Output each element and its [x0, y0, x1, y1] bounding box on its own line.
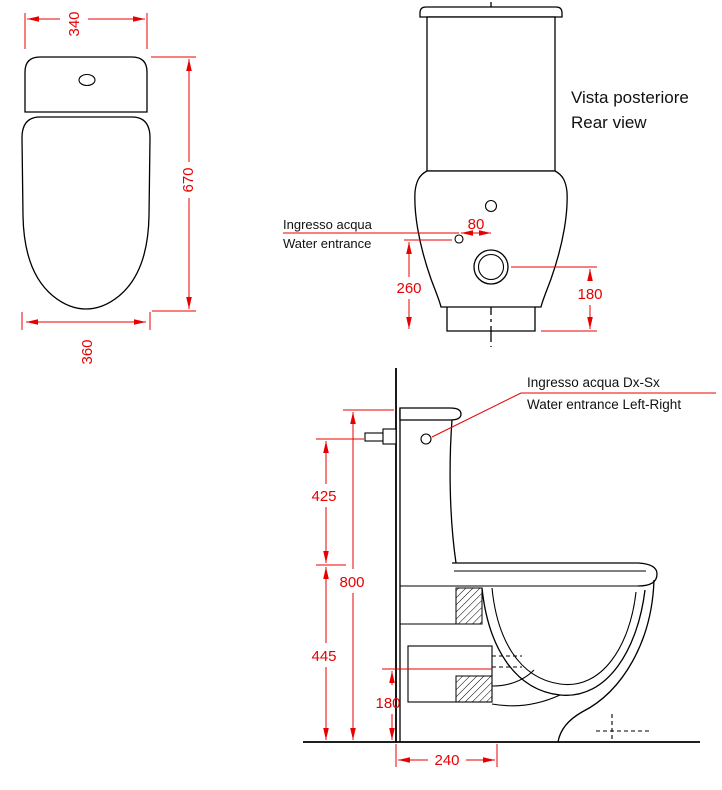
- water-supply-valve: [364, 432, 384, 442]
- side-dim-outlet-distance-value: 240: [434, 752, 459, 769]
- drain-inner-circle: [477, 253, 505, 281]
- plan-dim-length: 670: [151, 56, 197, 312]
- side-dim-outlet-height: 180: [375, 668, 492, 740]
- section-hatch-upper: [455, 587, 483, 625]
- plan-dim-top-width-value: 340: [66, 11, 83, 36]
- plan-dim-bottom-width: 360: [21, 312, 151, 365]
- side-dim-total-height-value: 800: [339, 574, 364, 591]
- side-dim-tank-height: 425: [311, 438, 364, 563]
- rear-title-italian: Vista posteriore: [571, 88, 689, 107]
- bowl-cavity-inner: [491, 587, 637, 686]
- water-inlet-hole: [454, 234, 464, 244]
- bowl-front-cap: [637, 562, 658, 587]
- water-entrance-label-italian: Ingresso acqua: [283, 217, 373, 232]
- plan-tank-outline: [24, 56, 148, 113]
- rear-view: Vista posteriore Rear view Ingresso acqu…: [283, 2, 689, 347]
- side-tank-lid: [399, 407, 462, 421]
- drain-outer-circle: [473, 249, 509, 285]
- bowl-underside-profile: [557, 579, 655, 743]
- rear-tank-body: [426, 16, 556, 172]
- section-hatch-lower: [455, 675, 493, 703]
- rear-dim-drain-height-value: 180: [577, 286, 602, 303]
- trap-curve: [491, 694, 561, 707]
- leader-diagonal: [431, 392, 522, 438]
- side-dim-outlet-distance: 240: [395, 744, 498, 769]
- plan-lid-button: [78, 73, 96, 87]
- rear-tank-lid: [419, 6, 563, 18]
- rear-title-english: Rear view: [571, 113, 647, 132]
- side-water-inlet-hole: [420, 433, 432, 445]
- rear-dim-water-height: 260: [396, 239, 452, 329]
- outlet-curve: [491, 669, 535, 687]
- fixing-hole: [484, 199, 498, 213]
- rear-dim-water-offset-value: 80: [468, 216, 485, 233]
- plan-bowl-outline: [21, 116, 151, 310]
- side-dim-bowl-height-value: 445: [311, 648, 336, 665]
- side-tank-front: [449, 419, 457, 564]
- side-dim-bowl-height: 445: [311, 564, 346, 740]
- plan-dim-length-value: 670: [180, 167, 197, 192]
- plan-dim-bottom-width-value: 360: [79, 339, 96, 364]
- rear-dim-drain-height: 180: [511, 266, 603, 332]
- side-water-label-english: Water entrance Left-Right: [527, 397, 681, 412]
- side-dim-tank-height-value: 425: [311, 488, 336, 505]
- rear-base-plinth: [446, 307, 536, 332]
- water-supply-body: [382, 428, 397, 445]
- rear-bowl-body: [414, 170, 568, 308]
- plan-view: 340 670 360: [21, 11, 197, 365]
- trap-box: [407, 645, 493, 703]
- water-entrance-label-english: Water entrance: [283, 236, 371, 251]
- rear-dim-water-height-value: 260: [396, 280, 421, 297]
- side-dim-outlet-height-value: 180: [375, 695, 400, 712]
- side-view: Ingresso acqua Dx-Sx Water entrance Left…: [303, 368, 716, 769]
- side-water-label-italian: Ingresso acqua Dx-Sx: [527, 375, 660, 390]
- plan-dim-top-width: 340: [24, 11, 148, 49]
- rear-dim-water-offset: 80: [461, 216, 491, 236]
- side-dim-total-height: 800: [339, 409, 394, 740]
